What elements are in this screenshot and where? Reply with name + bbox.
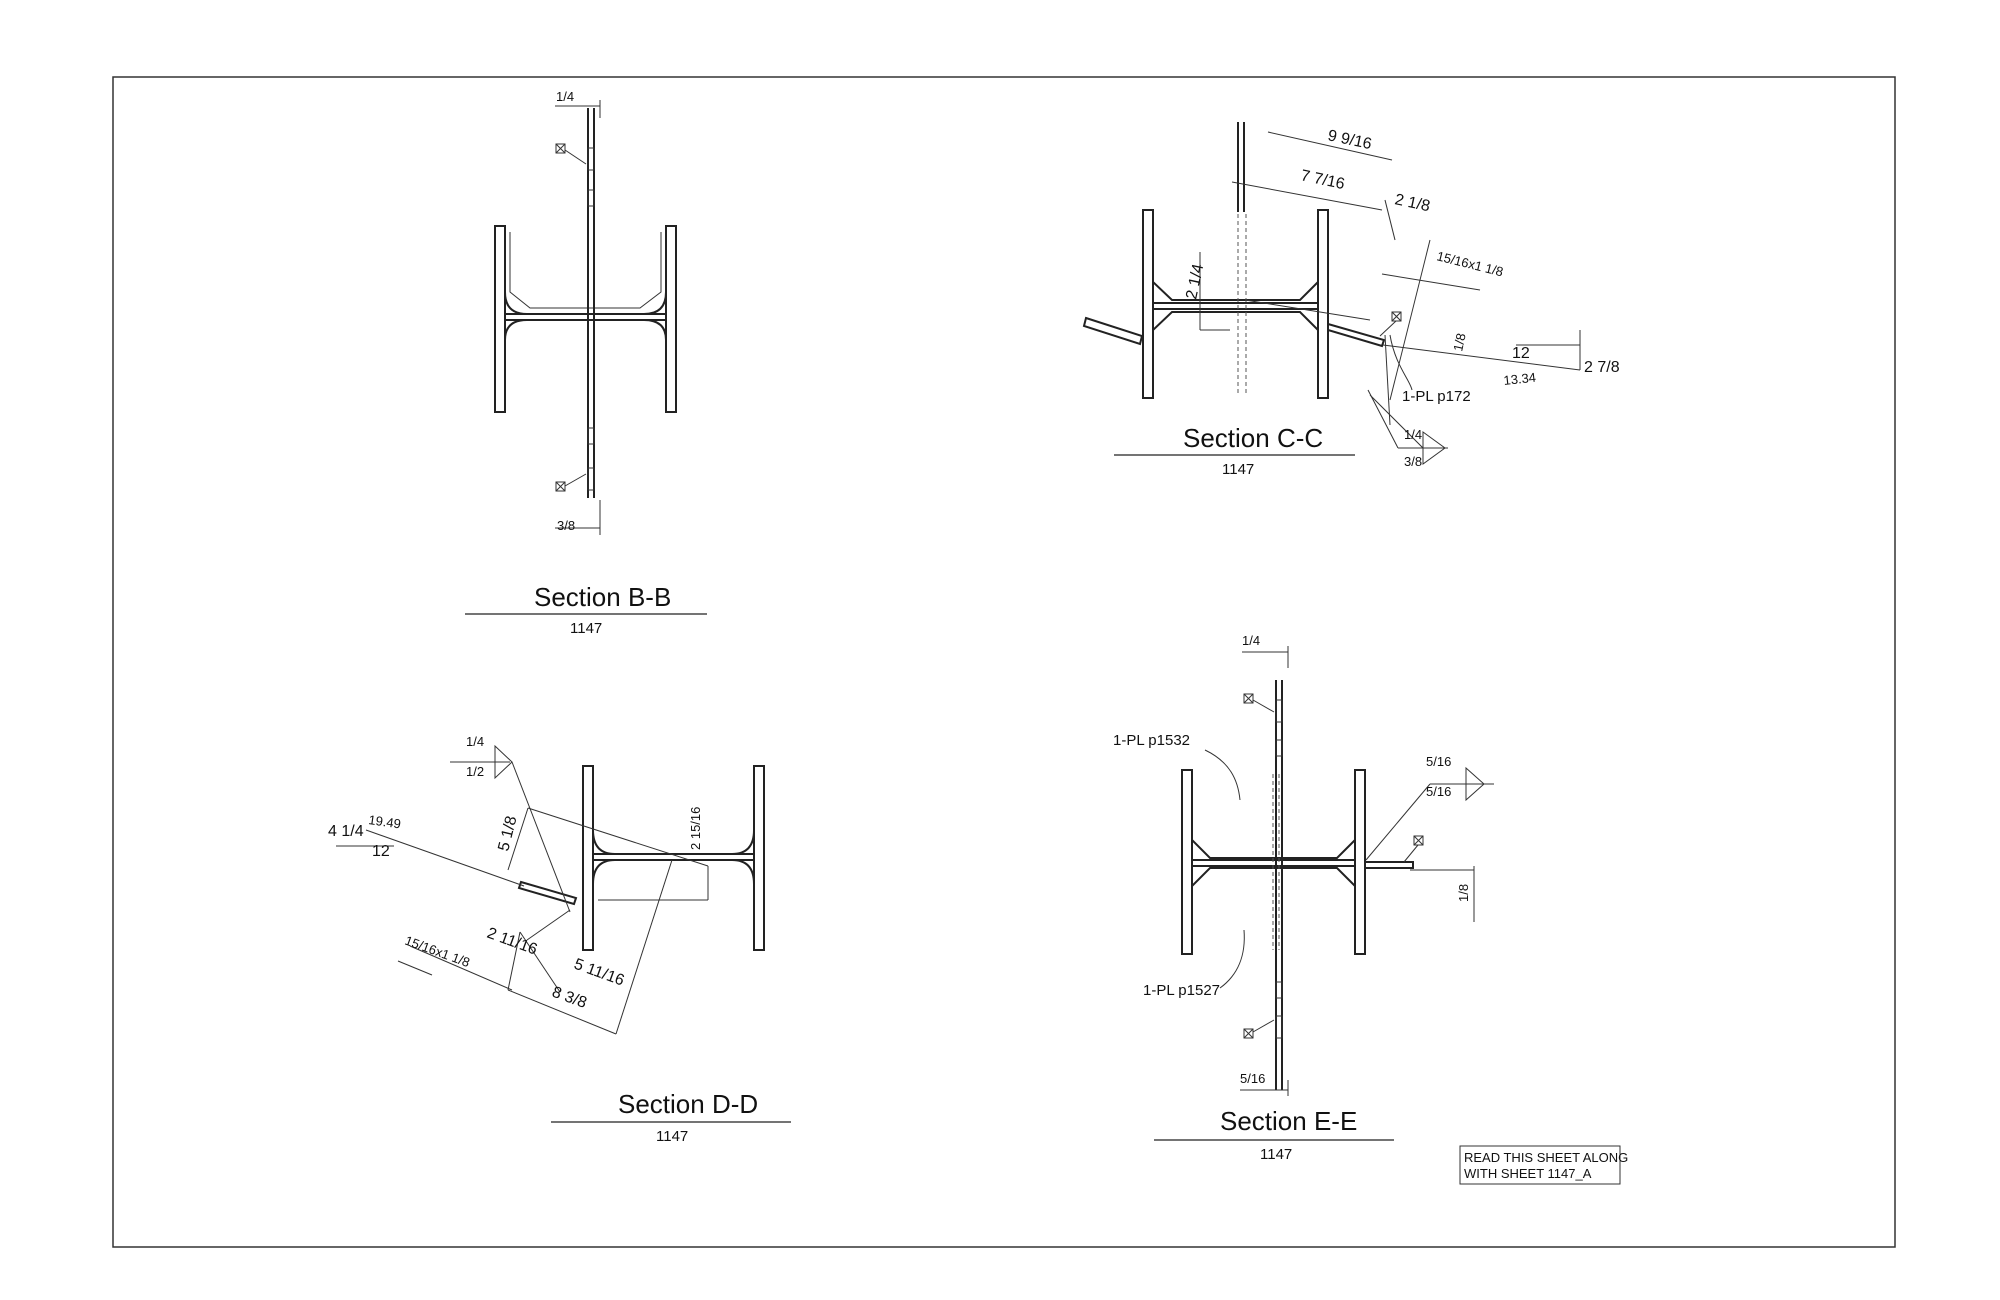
section-d-d-drawing xyxy=(336,744,765,1035)
note-line-1: READ THIS SHEET ALONG xyxy=(1464,1150,1628,1165)
section-b-b-sheet: 1147 xyxy=(570,620,602,637)
section-d-d-title: Section D-D xyxy=(618,1089,758,1119)
note-line-2: WITH SHEET 1147_A xyxy=(1464,1166,1592,1181)
b-top-weld: 1/4 xyxy=(556,89,574,104)
e-top-weld: 1/4 xyxy=(1242,633,1260,648)
section-e-e-sheet: 1147 xyxy=(1260,1146,1292,1163)
e-plate-top-label: 1-PL p1532 xyxy=(1113,732,1190,749)
section-c-c-sheet: 1147 xyxy=(1222,461,1254,478)
d-weld-top: 1/4 xyxy=(466,734,484,749)
c-plate-label: 1-PL p172 xyxy=(1402,388,1471,405)
section-e-e-title: Section E-E xyxy=(1220,1106,1357,1136)
c-dim-1: 9 9/16 xyxy=(1326,127,1373,153)
section-c-c-title: Section C-C xyxy=(1183,423,1323,453)
c-slope-rise: 2 7/8 xyxy=(1584,359,1620,376)
d-dim-1: 5 1/8 xyxy=(495,814,520,853)
c-weld-bot: 3/8 xyxy=(1404,454,1422,469)
d-dim-3: 15/16x1 1/8 xyxy=(403,933,472,970)
note-box xyxy=(1459,1145,1621,1185)
d-weld-bot: 1/2 xyxy=(466,764,484,779)
section-b-b-drawing xyxy=(494,100,677,535)
c-dim-2: 7 7/16 xyxy=(1299,167,1346,193)
b-bottom-weld: 3/8 xyxy=(557,518,575,533)
c-dim-3: 2 1/8 xyxy=(1393,191,1431,215)
section-d-d-sheet: 1147 xyxy=(656,1128,688,1145)
e-bottom-dim: 5/16 xyxy=(1240,1071,1265,1086)
e-weld-top: 5/16 xyxy=(1426,754,1451,769)
c-slope-run: 12 xyxy=(1512,345,1530,362)
sheet-border xyxy=(112,76,1896,1248)
d-slope-run: 12 xyxy=(372,843,390,860)
section-b-b-title: Section B-B xyxy=(534,582,671,612)
section-c-c-drawing xyxy=(1082,122,1581,465)
section-e-e-drawing xyxy=(1181,646,1494,1096)
d-dim-2: 2 15/16 xyxy=(688,807,703,850)
c-slope-hyp: 13.34 xyxy=(1503,370,1537,388)
d-slope-rise: 4 1/4 xyxy=(328,823,364,840)
d-dim-6: 8 3/8 xyxy=(550,984,589,1012)
d-slope-hyp: 19.49 xyxy=(368,812,402,831)
d-dim-5: 5 11/16 xyxy=(572,956,627,990)
e-weld-bot: 5/16 xyxy=(1426,784,1451,799)
d-dim-4: 2 11/16 xyxy=(485,925,540,959)
c-dim-5: 2 1/4 xyxy=(1183,262,1207,300)
e-side-dim: 1/8 xyxy=(1456,884,1471,902)
c-dim-4: 15/16x1 1/8 xyxy=(1435,248,1505,279)
c-dim-6: 1/8 xyxy=(1450,332,1468,353)
c-weld-top: 1/4 xyxy=(1404,427,1422,442)
e-plate-bot-label: 1-PL p1527 xyxy=(1143,982,1220,999)
